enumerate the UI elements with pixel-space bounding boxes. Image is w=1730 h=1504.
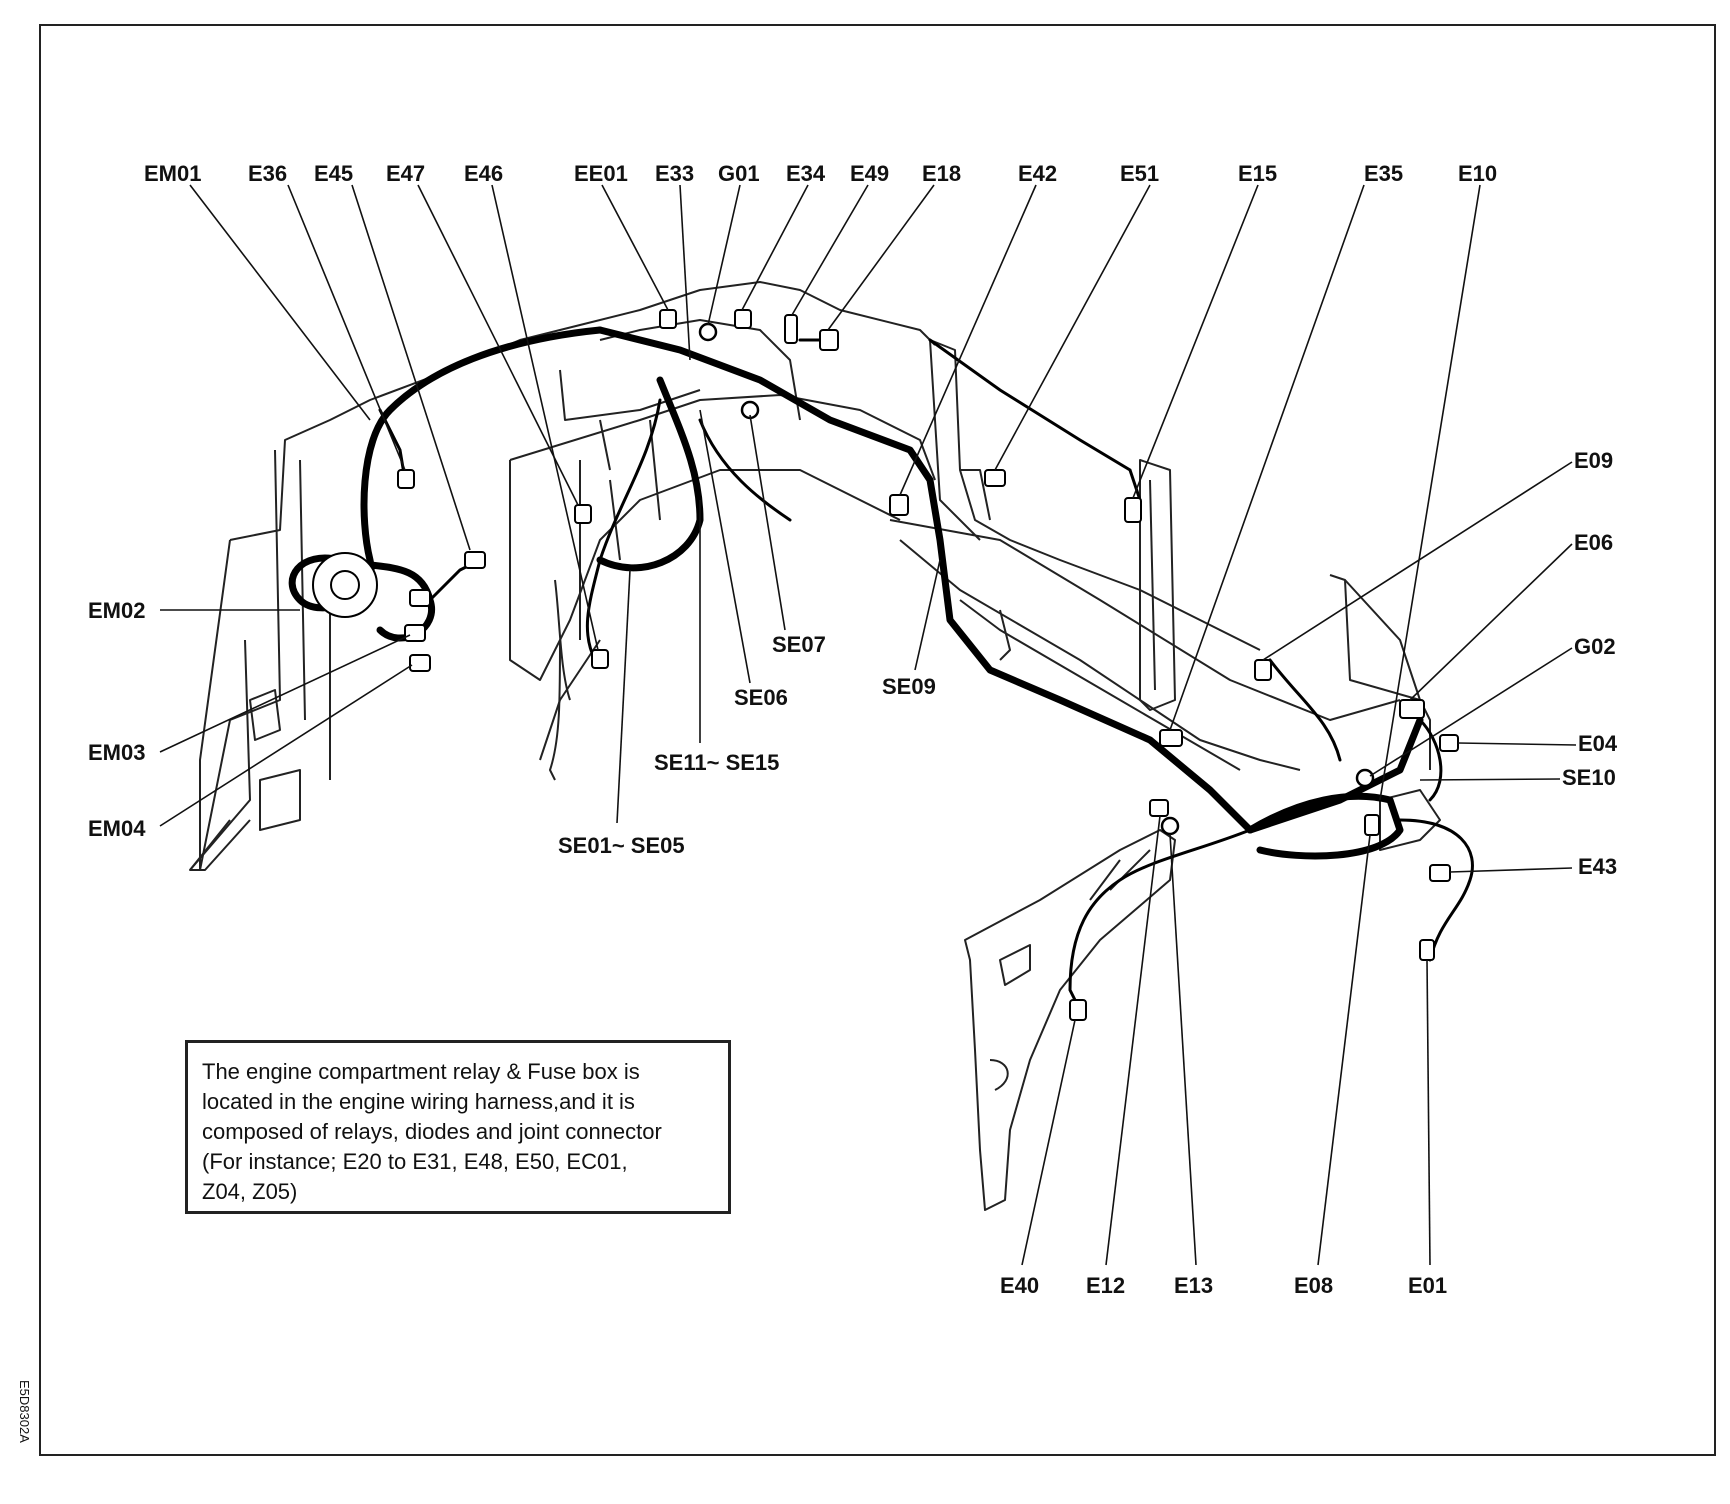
label-se11-se15: SE11~ SE15	[654, 750, 779, 775]
note-line: (For instance; E20 to E31, E48, E50, EC0…	[202, 1149, 628, 1174]
label-ee01: EE01	[574, 161, 628, 186]
document-id-text: E5D8302A	[17, 1380, 32, 1443]
connector-e46	[591, 649, 609, 669]
connector-e06	[1399, 699, 1425, 719]
document-id: E5D8302A	[10, 1380, 40, 1470]
main-wiring-harness	[288, 326, 1474, 1012]
connector-em02	[409, 589, 431, 607]
label-e33: E33	[655, 161, 694, 186]
connector-e34	[734, 309, 752, 329]
label-e06: E06	[1574, 530, 1613, 555]
label-e51: E51	[1120, 161, 1159, 186]
connector-e04	[1439, 734, 1459, 752]
ground-g01	[698, 322, 718, 342]
label-e46: E46	[464, 161, 503, 186]
label-em04: EM04	[88, 816, 146, 841]
connector-e12	[1149, 799, 1169, 817]
connector-e09	[1254, 659, 1272, 681]
label-se06: SE06	[734, 685, 788, 710]
label-e34: E34	[786, 161, 826, 186]
connector-e15	[1124, 497, 1142, 523]
label-e40: E40	[1000, 1273, 1039, 1298]
label-e18: E18	[922, 161, 961, 186]
label-se01-se05: SE01~ SE05	[558, 833, 685, 858]
diagram-frame	[39, 24, 1716, 1456]
connector-e42	[889, 494, 909, 516]
label-e15: E15	[1238, 161, 1277, 186]
ground-g02	[1355, 768, 1375, 788]
connector-e01	[1419, 939, 1435, 961]
connector-e08	[1364, 814, 1380, 836]
vehicle-body-outline	[189, 281, 1441, 1211]
label-em01: EM01	[144, 161, 201, 186]
label-e08: E08	[1294, 1273, 1333, 1298]
connector-e49	[784, 314, 798, 344]
motor-hub	[330, 570, 360, 600]
leader-lines	[159, 184, 1577, 1266]
label-e47: E47	[386, 161, 425, 186]
label-se09: SE09	[882, 674, 936, 699]
label-e04: E04	[1578, 731, 1618, 756]
connector-e45	[464, 551, 486, 569]
connector-e40	[1069, 999, 1087, 1021]
label-e36: E36	[248, 161, 287, 186]
connectors	[312, 309, 1459, 1021]
connector-e18	[819, 329, 839, 351]
label-e35: E35	[1364, 161, 1403, 186]
callout-labels: EM01 E36 E45 E47 E46 EE01 E33 G01 E34 E4…	[88, 161, 1618, 1298]
connector-em03	[404, 624, 426, 642]
label-em03: EM03	[88, 740, 145, 765]
note-line: composed of relays, diodes and joint con…	[202, 1119, 662, 1144]
connector-e36	[397, 469, 415, 489]
label-e45: E45	[314, 161, 353, 186]
label-e12: E12	[1086, 1273, 1125, 1298]
label-em02: EM02	[88, 598, 145, 623]
label-e13: E13	[1174, 1273, 1213, 1298]
label-e10: E10	[1458, 161, 1497, 186]
connector-e51	[984, 469, 1006, 487]
note-line: Z04, Z05)	[202, 1179, 298, 1204]
connector-ee01	[659, 309, 677, 329]
label-e43: E43	[1578, 854, 1617, 879]
label-se10: SE10	[1562, 765, 1616, 790]
label-se07: SE07	[772, 632, 826, 657]
label-e42: E42	[1018, 161, 1057, 186]
note-line: The engine compartment relay & Fuse box …	[202, 1059, 640, 1084]
connector-e35	[1159, 729, 1183, 747]
relay-fusebox-note: The engine compartment relay & Fuse box …	[185, 1040, 731, 1214]
note-line: located in the engine wiring harness,and…	[202, 1089, 635, 1114]
label-e49: E49	[850, 161, 889, 186]
label-g01: G01	[718, 161, 760, 186]
connector-em04	[409, 654, 431, 672]
label-g02: G02	[1574, 634, 1616, 659]
label-e01: E01	[1408, 1273, 1447, 1298]
label-e09: E09	[1574, 448, 1613, 473]
connector-e43	[1429, 864, 1451, 882]
ground-e13	[1160, 816, 1180, 836]
connector-e47	[574, 504, 592, 524]
